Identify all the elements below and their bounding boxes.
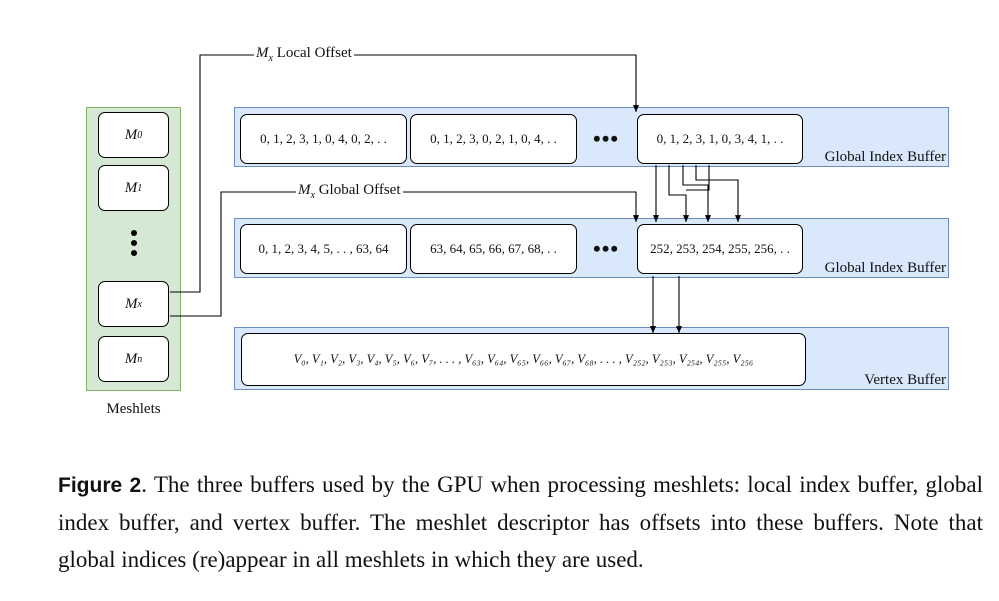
local-index-buffer-label: Global Index Buffer (824, 149, 946, 165)
local-index-cell-0: 0, 1, 2, 3, 1, 0, 4, 0, 2, . . (240, 114, 407, 164)
horizontal-ellipsis: ••• (593, 236, 620, 261)
global-index-cell-0: 0, 1, 2, 3, 4, 5, . . , 63, 64 (240, 224, 407, 274)
caption-text: . The three buffers used by the GPU when… (58, 472, 984, 572)
figure-caption: Figure 2. The three buffers used by the … (58, 466, 983, 578)
vertex-buffer-label: Vertex Buffer (864, 372, 946, 388)
horizontal-ellipsis: ••• (593, 126, 620, 151)
global-index-cell-2: 252, 253, 254, 255, 256, . . (637, 224, 803, 274)
figure-label: Figure 2 (58, 474, 142, 497)
global-index-cell-1: 63, 64, 65, 66, 67, 68, . . (410, 224, 577, 274)
global-index-buffer: 0, 1, 2, 3, 4, 5, . . , 63, 64 63, 64, 6… (234, 218, 949, 278)
local-index-cell-2: 0, 1, 2, 3, 1, 0, 3, 4, 1, . . (637, 114, 803, 164)
global-index-buffer-label: Global Index Buffer (824, 260, 946, 276)
local-index-cell-1: 0, 1, 2, 3, 0, 2, 1, 0, 4, . . (410, 114, 577, 164)
vertex-buffer: V₀, V₁, V₂, V₃, V₄, V₅, V₆, V₇, . . . , … (234, 327, 949, 390)
vertex-cell: V₀, V₁, V₂, V₃, V₄, V₅, V₆, V₇, . . . , … (241, 333, 806, 386)
local-offset-label: Mx Local Offset (254, 45, 354, 64)
meshlets-label: Meshlets (106, 401, 161, 417)
global-offset-label: Mx Global Offset (296, 182, 403, 201)
local-index-buffer: 0, 1, 2, 3, 1, 0, 4, 0, 2, . . 0, 1, 2, … (234, 107, 949, 167)
vertical-ellipsis (128, 230, 140, 266)
